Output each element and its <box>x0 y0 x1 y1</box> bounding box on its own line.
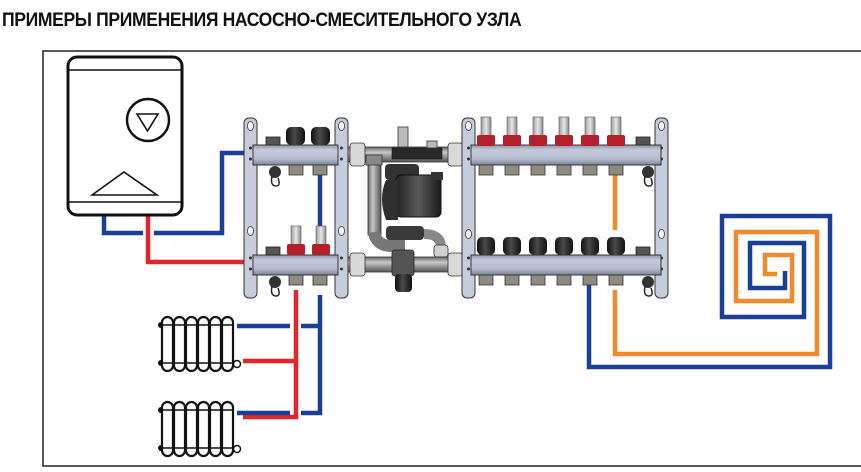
valve-knob[interactable] <box>529 237 547 255</box>
manifold-bar-supply <box>470 144 662 166</box>
left-manifold <box>243 117 349 299</box>
pipes <box>101 150 833 420</box>
thermometer <box>391 147 443 160</box>
radiator-section <box>220 400 235 458</box>
valve-knob <box>286 127 305 145</box>
flow-meter[interactable] <box>477 116 495 146</box>
valve-knob[interactable] <box>581 237 599 255</box>
manifold-bar-return <box>470 254 662 276</box>
flow-meter[interactable] <box>581 116 599 146</box>
pipe-radiator-supply <box>243 290 299 420</box>
radiator-2 <box>158 400 242 458</box>
manifold-bar-return <box>252 144 339 166</box>
pipe-boiler-return-2 <box>154 150 246 236</box>
flow-meter[interactable] <box>555 116 573 146</box>
flow-meter[interactable] <box>607 116 625 146</box>
flow-meter[interactable] <box>503 116 521 146</box>
diagram-frame <box>42 50 861 467</box>
valve-knob <box>311 127 330 145</box>
flow-meter <box>290 225 302 247</box>
drain-valve <box>642 276 654 288</box>
valve-knob[interactable] <box>607 237 625 255</box>
radiator-1 <box>158 315 242 373</box>
flow-meter[interactable] <box>529 116 547 146</box>
drain-valve <box>642 166 654 178</box>
boiler <box>66 55 184 217</box>
pump-symbol-icon <box>125 97 171 143</box>
valve-knob[interactable] <box>477 237 495 255</box>
triangle-down-icon <box>135 113 160 133</box>
pipe-floor-return <box>586 213 833 370</box>
boiler-body <box>66 55 184 217</box>
mixing-valve-knob <box>395 274 412 292</box>
page-title: ПРИМЕРЫ ПРИМЕНЕНИЯ НАСОСНО-СМЕСИТЕЛЬНОГО… <box>2 9 522 31</box>
pipe-boiler-return <box>101 214 143 236</box>
manifold-bar-supply <box>252 254 339 276</box>
radiator-section <box>220 315 235 373</box>
triangle-up-icon <box>89 171 160 196</box>
pipe-radiator-return <box>301 295 323 416</box>
flow-meter <box>315 225 327 247</box>
drain-valve <box>269 166 281 178</box>
valve-knob[interactable] <box>555 237 573 255</box>
pump-mixing-unit <box>347 126 464 292</box>
pipe-boiler-supply <box>145 214 246 265</box>
right-manifold <box>461 116 669 299</box>
valve-knob[interactable] <box>503 237 521 255</box>
drain-valve <box>269 276 281 288</box>
circulation-pump-icon <box>395 174 442 218</box>
pipe-floor-supply <box>612 229 820 357</box>
